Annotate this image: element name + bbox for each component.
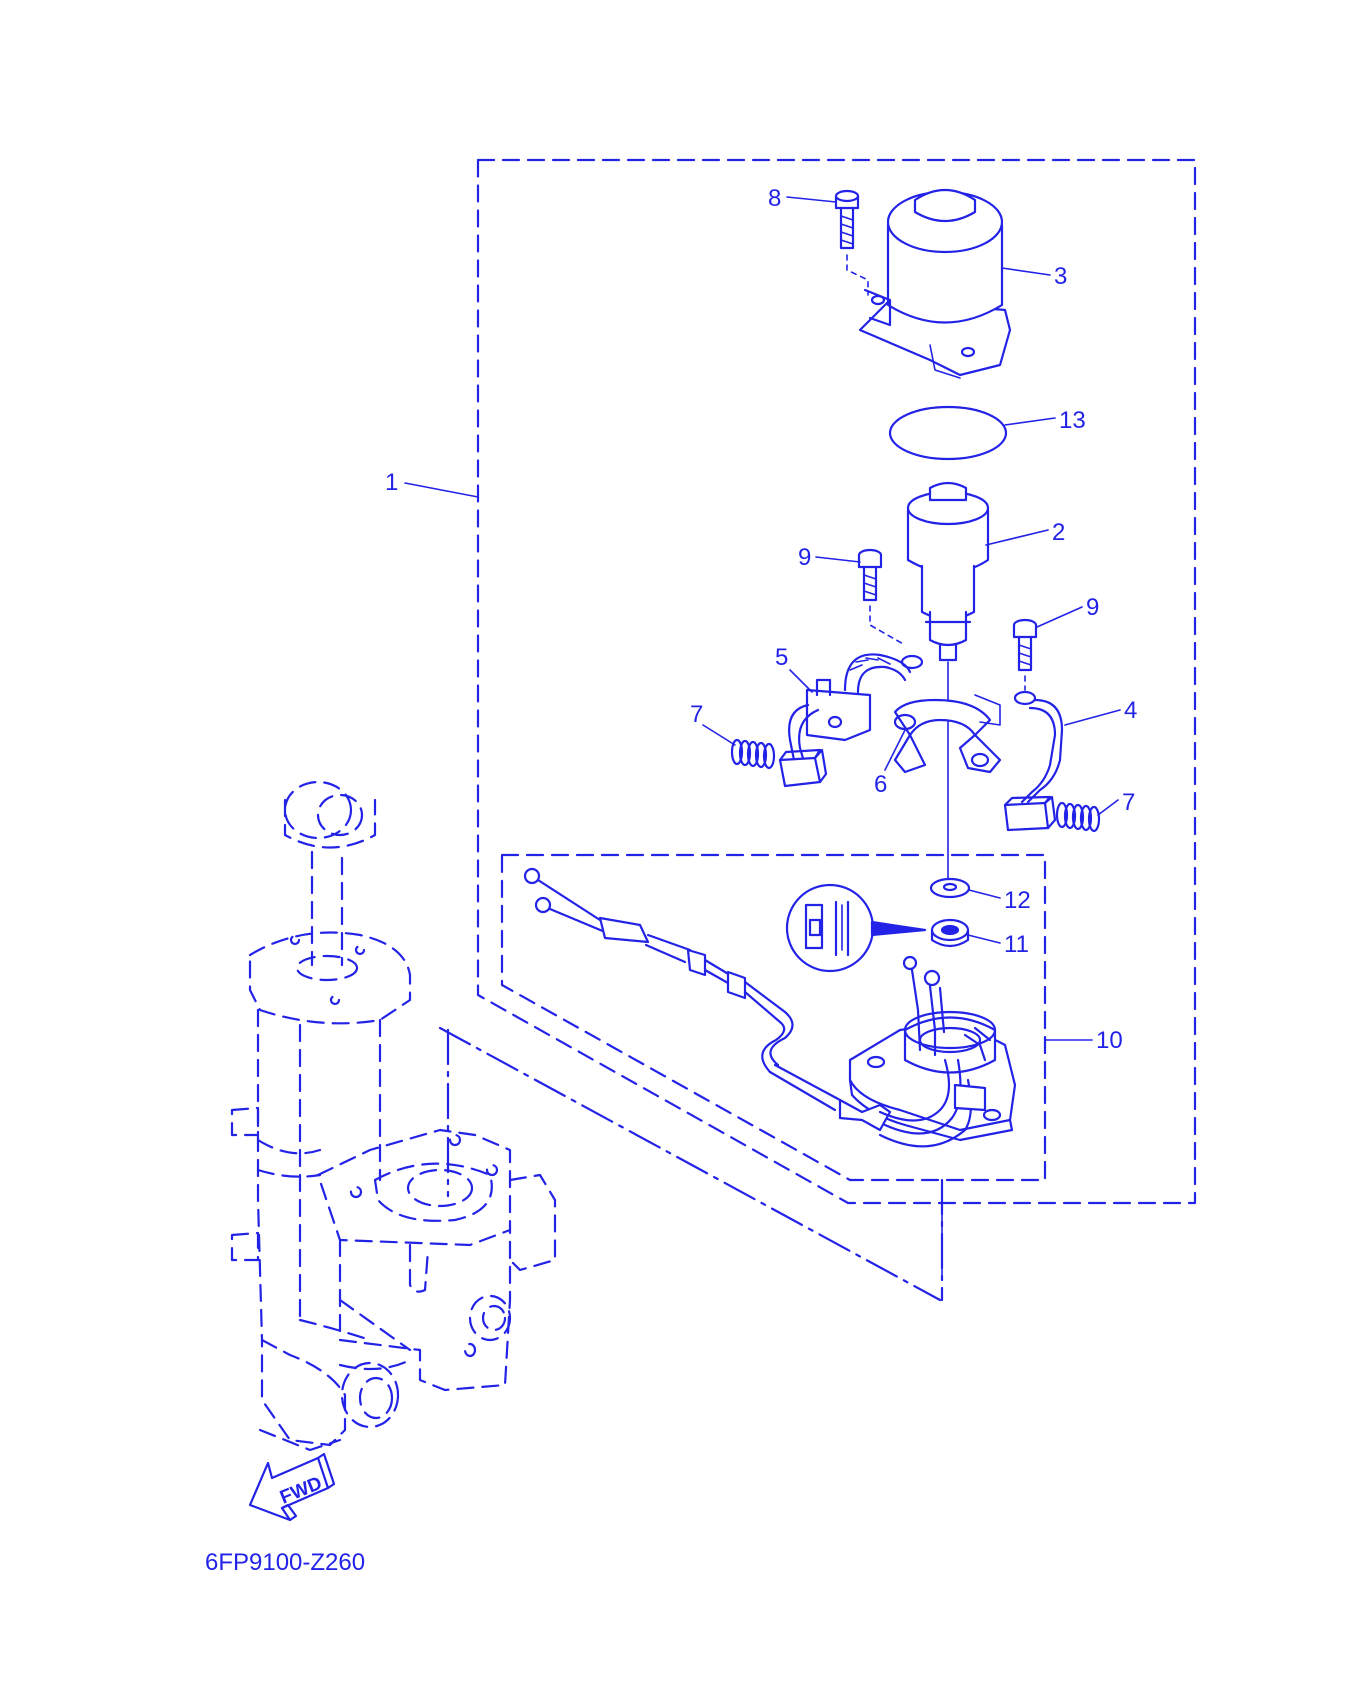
part-8-bolt [834,189,869,296]
callout-13: 13 [1059,407,1086,434]
part-6-brush-plate [893,694,1002,774]
callout-8: 8 [768,185,781,212]
part-10-harness-assembly [523,867,1017,1148]
callout-10: 10 [1096,1027,1123,1054]
leader-7b [1097,799,1119,816]
part-13-o-ring [888,405,1008,461]
part-7-spring-right [1055,801,1101,833]
leader-2 [985,529,1049,546]
callout-9-left: 9 [798,544,811,571]
part-11-oil-seal [930,918,970,948]
leader-1 [404,482,479,498]
callout-4: 4 [1124,697,1137,724]
callout-9-right: 9 [1086,594,1099,621]
leader-13 [1004,417,1056,426]
callout-5: 5 [775,644,788,671]
part-9-bolt-right [1012,618,1038,706]
fwd-arrow-icon: FWD [248,1452,336,1522]
leader-5 [789,669,813,693]
part-4-brush-lead-right [1003,698,1064,832]
callout-6: 6 [874,771,887,798]
leader-11 [967,934,1001,944]
leader-8 [786,196,837,203]
drawing-code: 6FP9100-Z260 [205,1549,365,1576]
connection-line-upper [438,1026,942,1302]
callout-11: 11 [1004,931,1029,958]
leader-9a [815,556,861,563]
leader-6 [884,729,906,771]
leader-12 [968,889,1001,899]
callout-2: 2 [1052,519,1065,546]
callout-12: 12 [1004,887,1031,914]
callout-7-left: 7 [690,701,703,728]
seal-detail-bubble [785,883,927,973]
assembly-10-boundary [500,853,1047,1182]
part-9-bolt-left [857,548,924,670]
leader-9b [1036,606,1083,628]
part-7-spring-left [730,738,776,770]
part-2-armature [906,481,990,662]
assembly-1-boundary [476,158,1197,1205]
leader-3 [1001,267,1051,276]
leader-4 [1064,709,1121,726]
callout-3: 3 [1054,263,1067,290]
leader-7a [702,724,736,746]
part-3-motor [858,189,1012,379]
part-12-washer [929,877,971,899]
callout-7-right: 7 [1122,789,1135,816]
part-5-brush-lead-left [778,653,912,788]
callout-1: 1 [385,469,398,496]
trim-cylinder-housing [230,780,557,1452]
